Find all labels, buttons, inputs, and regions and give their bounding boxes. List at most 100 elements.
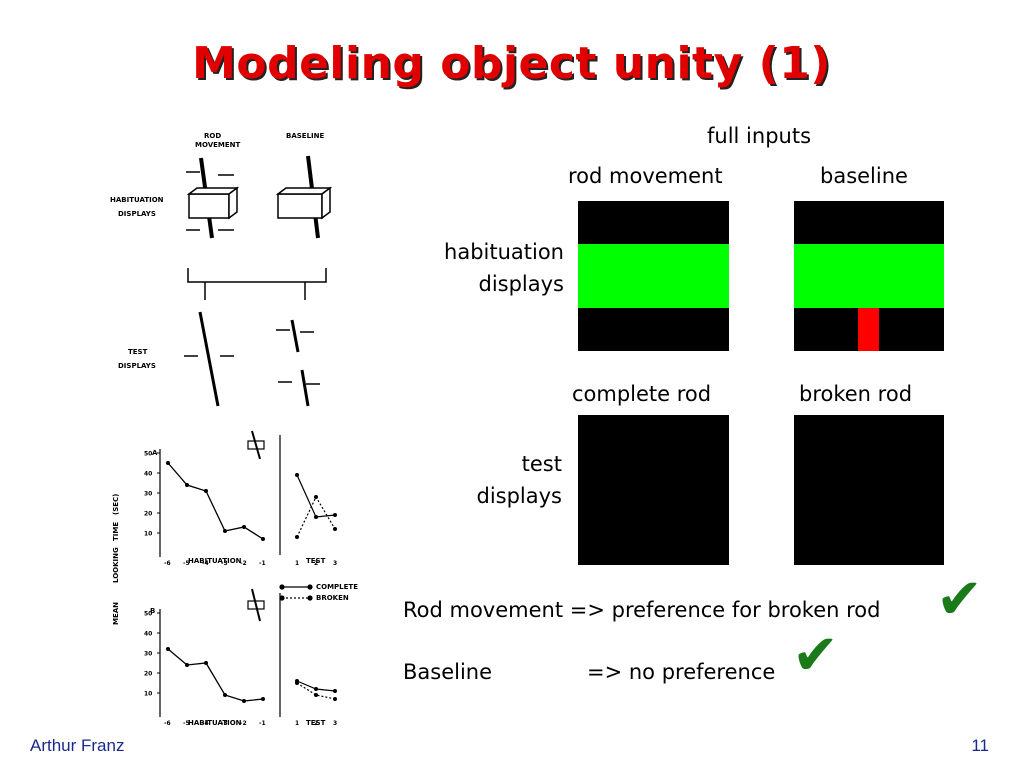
xlabel-habituation-b: HABITUATION xyxy=(188,719,242,727)
col-rod-movement: rod movement xyxy=(568,164,723,188)
row-habituation-line1: habituation xyxy=(444,240,564,264)
habituation-point xyxy=(166,647,170,651)
y-tick-label: 30 xyxy=(144,651,152,658)
habituation-point xyxy=(223,529,227,533)
y-tick-label: 10 xyxy=(144,531,152,538)
graphs-svg: MEAN LOOKING TIME (SEC) A B HABITUATION … xyxy=(112,430,358,727)
row-test-line1: test xyxy=(521,452,562,476)
test-complete-point xyxy=(295,473,299,477)
habituation-point xyxy=(185,663,189,667)
y-tick-label: 20 xyxy=(144,511,152,518)
y-tick-label: 10 xyxy=(144,691,152,698)
x-tick-label: 1 xyxy=(295,560,299,567)
test-broken-point xyxy=(314,693,318,697)
conclusion-baseline-label: Baseline xyxy=(403,660,493,684)
ylabel-looking: LOOKING xyxy=(112,547,120,583)
habituation-point xyxy=(242,699,246,703)
display-broken-rod-test xyxy=(794,415,944,565)
conclusion-baseline-result: => no preference xyxy=(587,660,776,684)
y-tick-label: 30 xyxy=(144,491,152,498)
col-complete-rod: complete rod xyxy=(572,382,712,406)
y-tick-label: 40 xyxy=(144,471,152,478)
x-tick-label: -3 xyxy=(221,720,228,727)
x-tick-label: -5 xyxy=(183,560,190,567)
page-number: 11 xyxy=(971,736,989,755)
x-tick-label: -4 xyxy=(202,720,209,727)
checkmark-icon: ✔ xyxy=(936,567,983,632)
label-habituation: HABITUATION xyxy=(110,196,164,204)
occluder-band xyxy=(794,244,944,308)
x-tick-label: -5 xyxy=(183,720,190,727)
display-rod-movement-habituation xyxy=(578,201,729,351)
habituation-point xyxy=(185,483,189,487)
x-tick-label: -1 xyxy=(259,560,266,567)
col-baseline: baseline xyxy=(820,164,908,188)
xlabel-habituation-a: HABITUATION xyxy=(188,557,242,565)
test-complete-point xyxy=(314,515,318,519)
col-broken-rod: broken rod xyxy=(799,382,913,406)
schematic-drawing xyxy=(184,155,333,407)
x-tick-label: 2 xyxy=(314,720,318,727)
xlabel-test-a: TEST xyxy=(306,557,326,565)
row-test-line2: displays xyxy=(476,484,562,508)
footer-author: Arthur Franz xyxy=(30,736,125,755)
habituation-series xyxy=(167,648,264,702)
y-tick-label: 50 xyxy=(144,451,152,458)
conclusion-rod-movement: Rod movement => preference for broken ro… xyxy=(403,598,881,622)
y-tick-label: 40 xyxy=(144,631,152,638)
x-tick-label: 1 xyxy=(295,720,299,727)
label-movement: MOVEMENT xyxy=(195,141,241,149)
panel-a-label: A xyxy=(152,449,158,457)
label-displays-test: DISPLAYS xyxy=(118,362,156,370)
full-inputs-label: full inputs xyxy=(707,124,812,148)
slide-title: Modeling object unity (1) xyxy=(192,38,831,89)
x-tick-label: -4 xyxy=(202,560,209,567)
x-tick-label: -1 xyxy=(259,720,266,727)
x-tick-label: -2 xyxy=(240,720,247,727)
row-habituation-line2: displays xyxy=(478,272,564,296)
ylabel-mean: MEAN xyxy=(112,602,120,625)
test-broken-point xyxy=(295,535,299,539)
test-broken-point xyxy=(333,697,337,701)
habituation-point xyxy=(261,697,265,701)
test-complete-point xyxy=(333,513,337,517)
row-habituation-label: habituation displays xyxy=(400,236,564,300)
rod-segment xyxy=(858,308,879,351)
test-broken-point xyxy=(295,681,299,685)
ylabel-time: TIME xyxy=(112,522,120,541)
y-tick-label: 20 xyxy=(144,671,152,678)
test-broken-point xyxy=(314,495,318,499)
label-test: TEST xyxy=(128,348,148,356)
label-rod: ROD xyxy=(204,132,222,140)
habituation-point xyxy=(204,489,208,493)
occluder-band xyxy=(578,244,729,308)
ylabel-sec: (SEC) xyxy=(112,494,120,515)
x-tick-label: 3 xyxy=(333,560,337,567)
y-tick-label: 50 xyxy=(144,611,152,618)
display-complete-rod-test xyxy=(578,415,729,565)
axis-panel-a: 50 40 30 20 10 -6 -5 -4 -3 -2 -1 1 2 3 xyxy=(144,449,337,567)
legend-complete: COMPLETE xyxy=(316,583,358,591)
x-tick-label: 3 xyxy=(333,720,337,727)
panel-b-label: B xyxy=(150,607,155,615)
looking-time-graphs: MEAN LOOKING TIME (SEC) A B HABITUATION … xyxy=(100,425,375,730)
habituation-series xyxy=(167,462,264,540)
test-complete-point xyxy=(314,687,318,691)
x-tick-label: -6 xyxy=(164,560,171,567)
legend-broken: BROKEN xyxy=(316,594,349,602)
x-tick-label: -3 xyxy=(221,560,228,567)
habituation-point xyxy=(261,537,265,541)
habituation-point xyxy=(204,661,208,665)
checkmark-icon: ✔ xyxy=(792,623,839,688)
x-tick-label: -2 xyxy=(240,560,247,567)
label-displays-hab: DISPLAYS xyxy=(118,210,156,218)
x-tick-label: 2 xyxy=(314,560,318,567)
test-broken-point xyxy=(333,527,337,531)
stimulus-schematic: ROD MOVEMENT BASELINE HABITUATION DISPLA… xyxy=(100,120,360,420)
row-test-label: test displays xyxy=(400,448,562,512)
habituation-point xyxy=(242,525,246,529)
habituation-point xyxy=(166,461,170,465)
xlabel-test-b: TEST xyxy=(306,719,326,727)
habituation-point xyxy=(223,693,227,697)
